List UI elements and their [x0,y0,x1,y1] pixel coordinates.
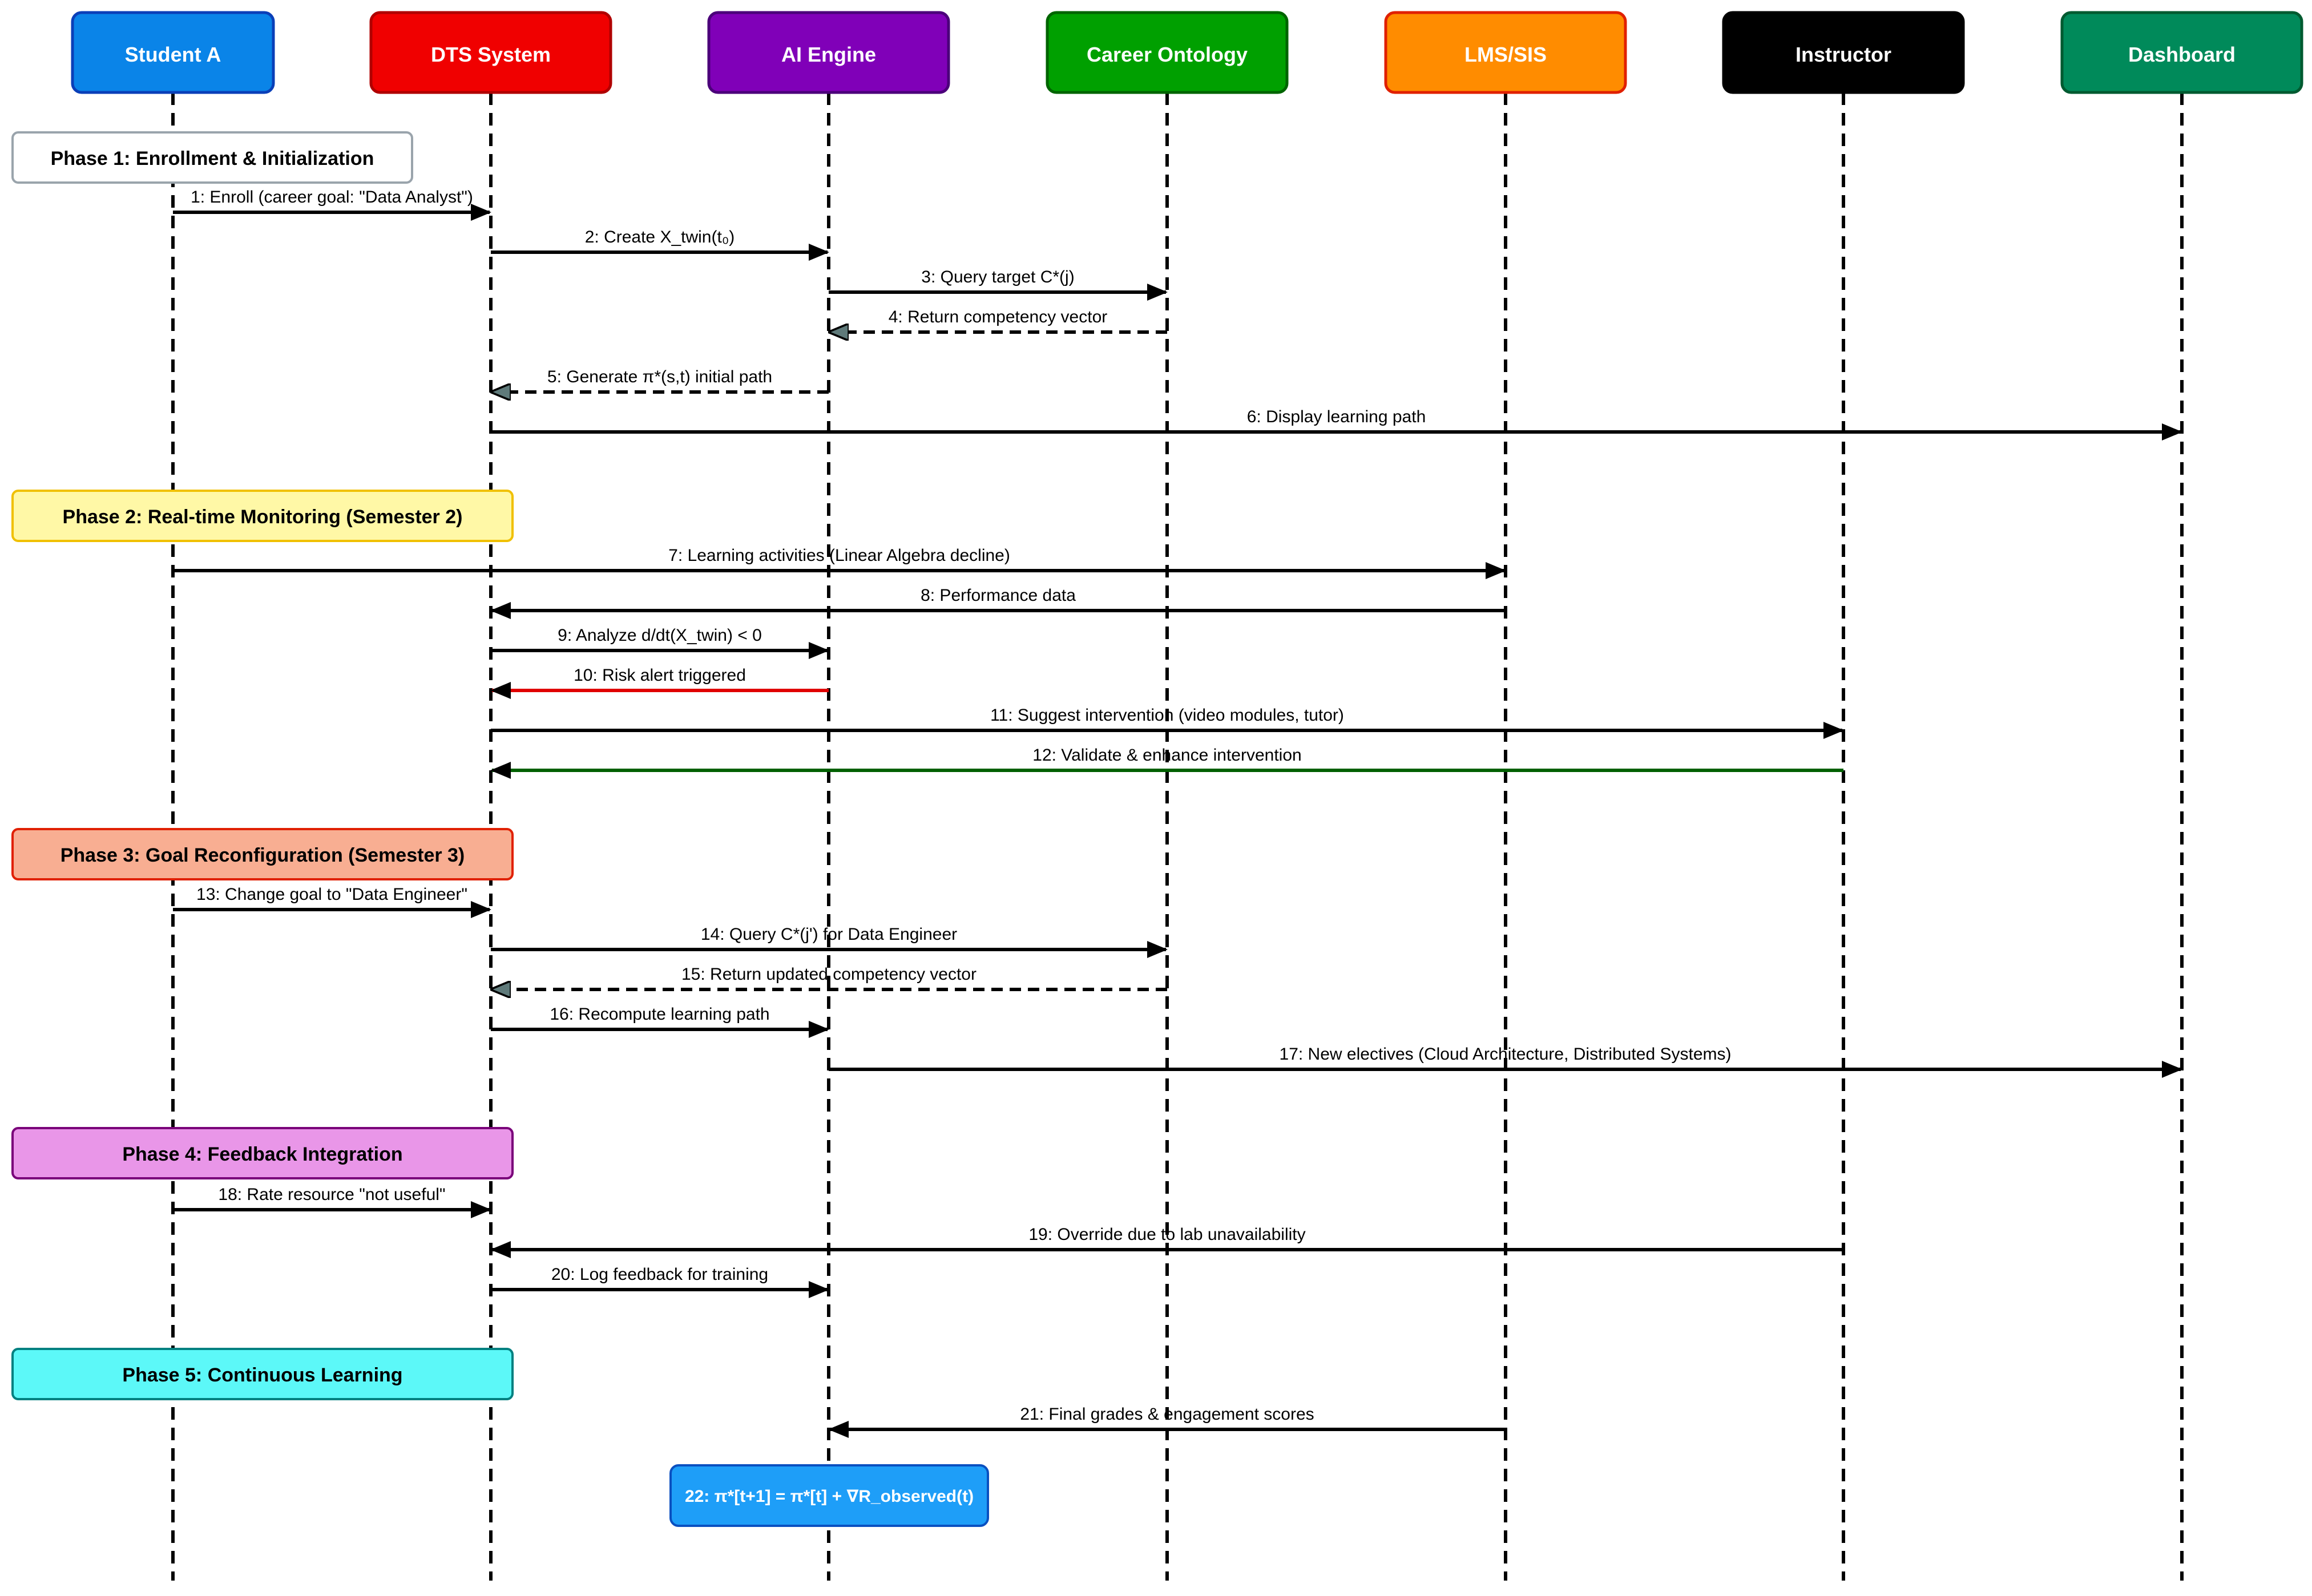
message-label-1: 1: Enroll (career goal: "Data Analyst") [191,188,473,207]
actor-box [1722,11,1965,94]
message-label-6: 6: Display learning path [1247,407,1426,426]
message-label-19: 19: Override due to lab unavailability [1028,1225,1305,1244]
actor-box [71,11,275,94]
message-label-9: 9: Analyze d/dt(X_twin) < 0 [558,626,762,645]
message-label-12: 12: Validate & enhance intervention [1032,746,1301,765]
actor-label: Career Ontology [1087,43,1248,66]
phase-1: Phase 1: Enrollment & Initialization [11,131,413,184]
phase-box [11,1127,514,1179]
phase-box [11,490,514,542]
actor-ai: AI Engine [707,11,950,94]
phase-label: Phase 5: Continuous Learning [122,1364,402,1386]
actor-box [2060,11,2303,94]
message-label-3: 3: Query target C*(j) [921,268,1074,286]
phase-label: Phase 3: Goal Reconfiguration (Semester … [60,845,465,866]
actor-box [1046,11,1289,94]
phase-box [11,1348,514,1400]
actor-label: AI Engine [781,43,876,66]
message-label-17: 17: New electives (Cloud Architecture, D… [1280,1045,1732,1064]
actor-box [369,11,612,94]
actor-student: Student A [71,11,275,94]
phase-label: Phase 4: Feedback Integration [122,1144,402,1165]
messages: 1: Enroll (career goal: "Data Analyst") … [173,188,2182,1438]
message-label-10: 10: Risk alert triggered [574,666,746,685]
note-box [669,1464,989,1527]
message-label-16: 16: Recompute learning path [550,1005,769,1024]
actor-label: Student A [125,43,221,66]
message-label-21: 21: Final grades & engagement scores [1020,1405,1314,1424]
message-label-13: 13: Change goal to "Data Engineer" [196,885,467,904]
note-update-rule: 22: π*[t+1] = π*[t] + ∇R_observed(t) [669,1464,989,1527]
note-label: 22: π*[t+1] = π*[t] + ∇R_observed(t) [685,1487,974,1506]
phase-2: Phase 2: Real-time Monitoring (Semester … [11,490,514,542]
actor-label: LMS/SIS [1464,43,1547,66]
phase-box [11,131,413,184]
message-label-20: 20: Log feedback for training [551,1265,768,1284]
message-label-14: 14: Query C*(j') for Data Engineer [701,925,957,944]
message-label-18: 18: Rate resource "not useful" [218,1185,445,1204]
message-label-7: 7: Learning activities (Linear Algebra d… [668,546,1010,565]
phase-box [11,828,514,880]
actor-box [707,11,950,94]
phase-label: Phase 1: Enrollment & Initialization [51,148,374,169]
actors: Student A DTS System AI Engine Career On… [71,11,2303,94]
phases: Phase 1: Enrollment & Initialization Pha… [11,131,514,1400]
message-label-15: 15: Return updated competency vector [681,965,977,984]
message-label-4: 4: Return competency vector [889,308,1108,326]
phase-4: Phase 4: Feedback Integration [11,1127,514,1179]
actor-label: Instructor [1795,43,1891,66]
phase-5: Phase 5: Continuous Learning [11,1348,514,1400]
message-label-8: 8: Performance data [921,586,1076,605]
actor-lms: LMS/SIS [1384,11,1627,94]
actor-dts: DTS System [369,11,612,94]
message-label-2: 2: Create X_twin(t₀) [585,228,735,247]
actor-instructor: Instructor [1722,11,1965,94]
actor-box [1384,11,1627,94]
actor-career: Career Ontology [1046,11,1289,94]
phase-label: Phase 2: Real-time Monitoring (Semester … [63,506,463,528]
phase-3: Phase 3: Goal Reconfiguration (Semester … [11,828,514,880]
actor-label: Dashboard [2128,43,2236,66]
actor-dashboard: Dashboard [2060,11,2303,94]
actor-label: DTS System [431,43,551,66]
message-label-11: 11: Suggest intervention (video modules,… [990,706,1344,725]
message-label-5: 5: Generate π*(s,t) initial path [547,367,772,386]
